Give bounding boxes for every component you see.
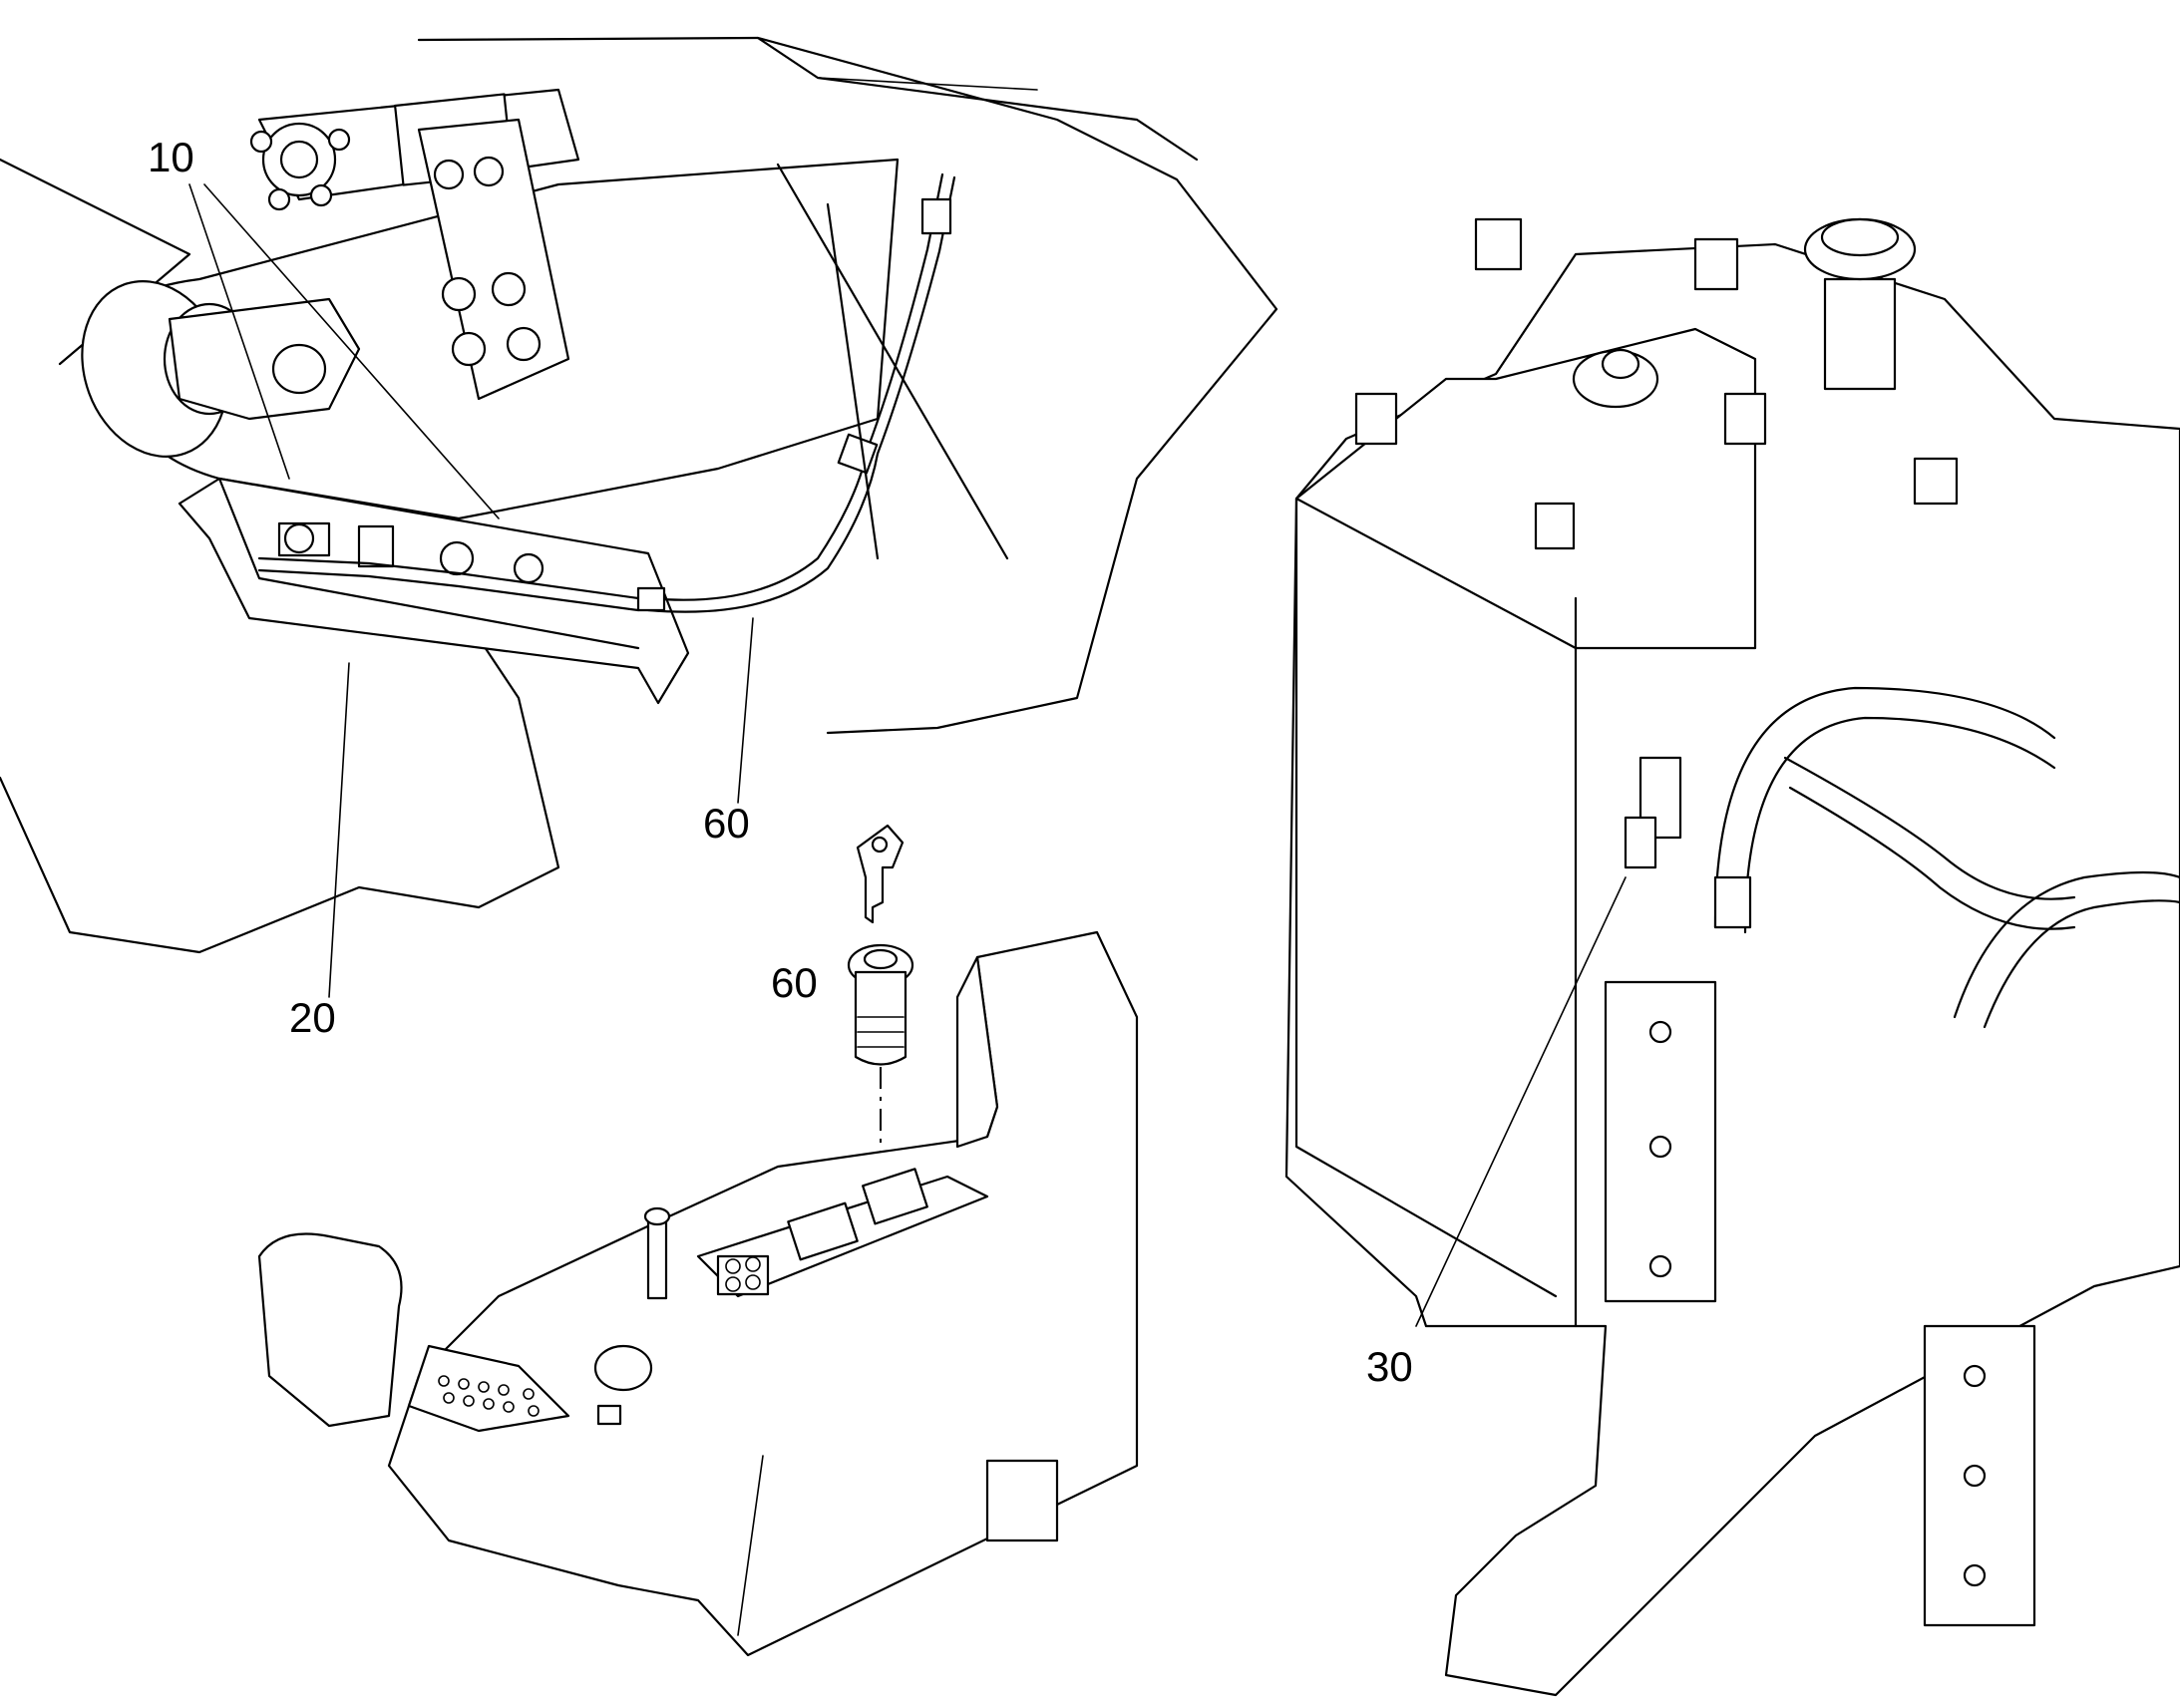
engine-valve-assembly bbox=[1284, 217, 2180, 1697]
callout-60-switch: 60 bbox=[771, 959, 818, 1006]
boom-hose-assembly bbox=[0, 36, 1278, 998]
callout-20: 20 bbox=[289, 994, 336, 1041]
callout-30: 30 bbox=[1366, 1343, 1413, 1390]
key-and-ignition-switch bbox=[847, 824, 914, 1196]
callout-60-hose: 60 bbox=[703, 800, 750, 847]
console-grill bbox=[438, 1375, 540, 1417]
callout-10: 10 bbox=[148, 134, 194, 180]
operator-console bbox=[257, 930, 1139, 1657]
